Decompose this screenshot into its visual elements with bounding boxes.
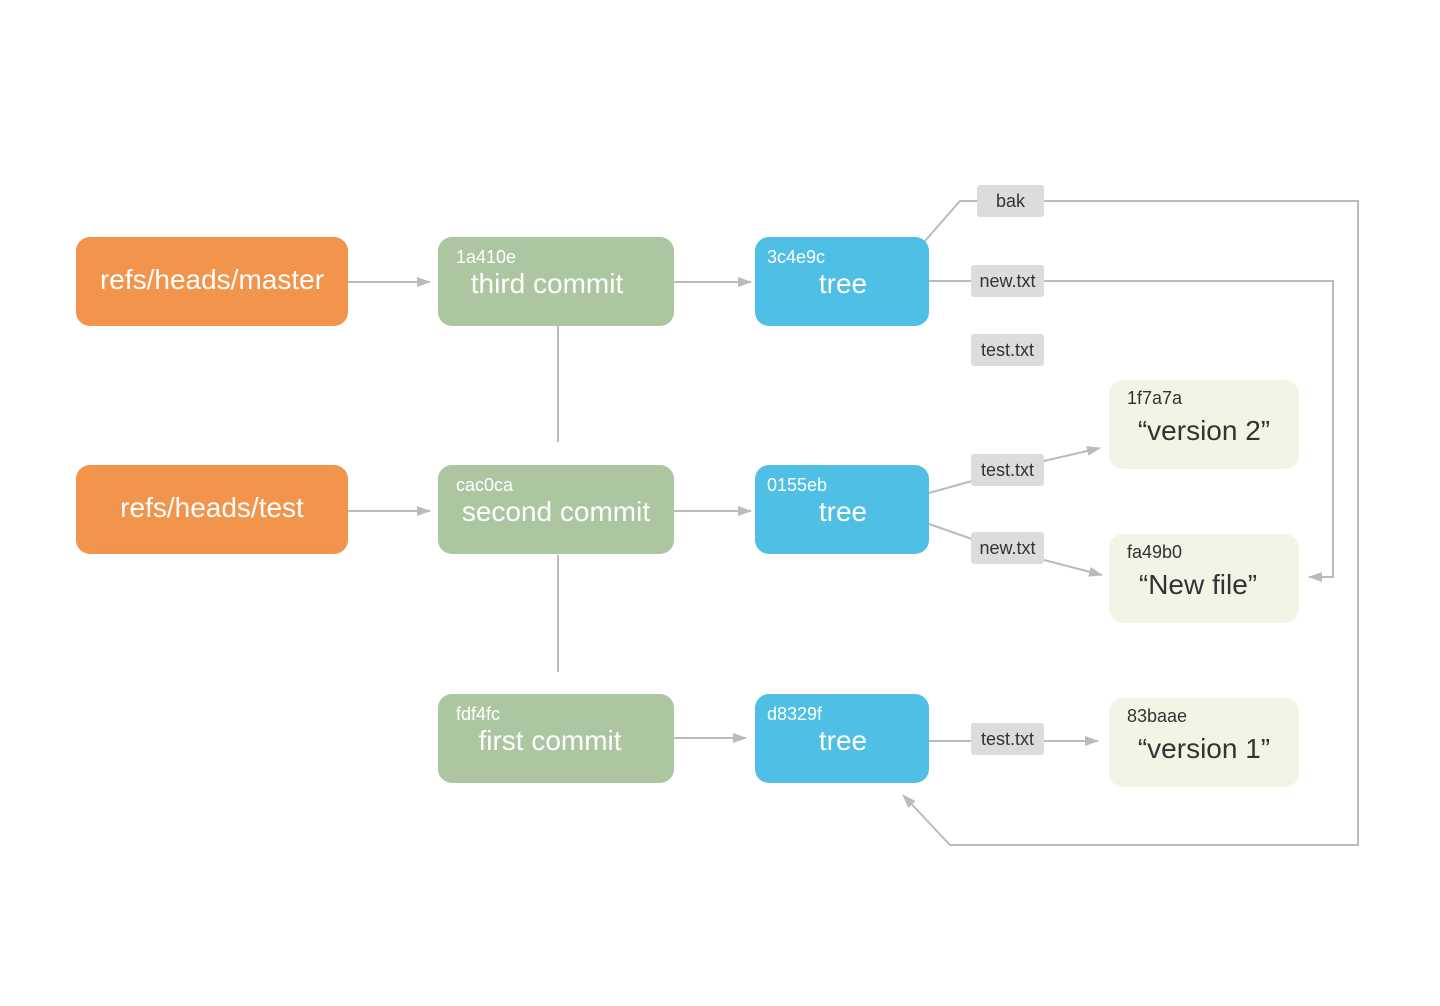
commit-label: third commit (470, 268, 624, 299)
edge-t2-test (928, 480, 973, 494)
blob-83baae: 83baae “version 1” (1109, 698, 1299, 787)
tree-label: tree (818, 268, 868, 299)
blob-fa49b0: fa49b0 “New file” (1109, 534, 1299, 623)
blob-1f7a7a: 1f7a7a “version 2” (1109, 380, 1299, 469)
commit-label: second commit (461, 496, 651, 527)
commit-third: 1a410e third commit (438, 237, 674, 326)
edge-bak-loop (902, 200, 1359, 846)
edge-label-t3-test: test.txt (971, 334, 1044, 366)
tree-label: tree (818, 496, 868, 527)
tree-hash: d8329f (767, 704, 823, 724)
blob-hash: 1f7a7a (1127, 388, 1183, 408)
edge-label-t2-new: new.txt (971, 532, 1044, 564)
edge-t2-test-arrow (1043, 446, 1101, 462)
tree-0155eb: 0155eb tree (755, 465, 929, 554)
edge-label-t3-new: new.txt (971, 265, 1044, 297)
tree-3c4e9c: 3c4e9c tree (755, 237, 929, 326)
ref-master: refs/heads/master (76, 237, 348, 326)
blob-label: “New file” (1138, 569, 1258, 600)
tree-label: tree (818, 725, 868, 756)
tree-hash: 0155eb (767, 475, 828, 495)
tree-hash: 3c4e9c (767, 247, 826, 267)
blob-hash: 83baae (1127, 706, 1188, 726)
edge-label-t1-test: test.txt (971, 723, 1044, 755)
commit-hash: fdf4fc (456, 704, 501, 724)
ref-test-label: refs/heads/test (120, 492, 304, 523)
ref-test: refs/heads/test (76, 465, 348, 554)
edge-bak (923, 200, 977, 243)
commit-first: fdf4fc first commit (438, 694, 674, 783)
edge-t3-new-route (1044, 280, 1334, 582)
commit-hash: cac0ca (456, 475, 514, 495)
blob-hash: fa49b0 (1127, 542, 1183, 562)
ref-master-label: refs/heads/master (99, 264, 325, 295)
commit-label: first commit (478, 725, 622, 756)
edge-label-t2-test: test.txt (971, 454, 1044, 486)
commit-second: cac0ca second commit (438, 465, 674, 554)
blob-label: “version 2” (1137, 415, 1271, 446)
blob-label: “version 1” (1137, 733, 1271, 764)
tree-d8329f: d8329f tree (755, 694, 929, 783)
commit-hash: 1a410e (456, 247, 517, 267)
edge-t2-new-arrow (1043, 559, 1103, 577)
edge-label-bak: bak (977, 185, 1044, 217)
edge-t2-new (928, 523, 973, 540)
